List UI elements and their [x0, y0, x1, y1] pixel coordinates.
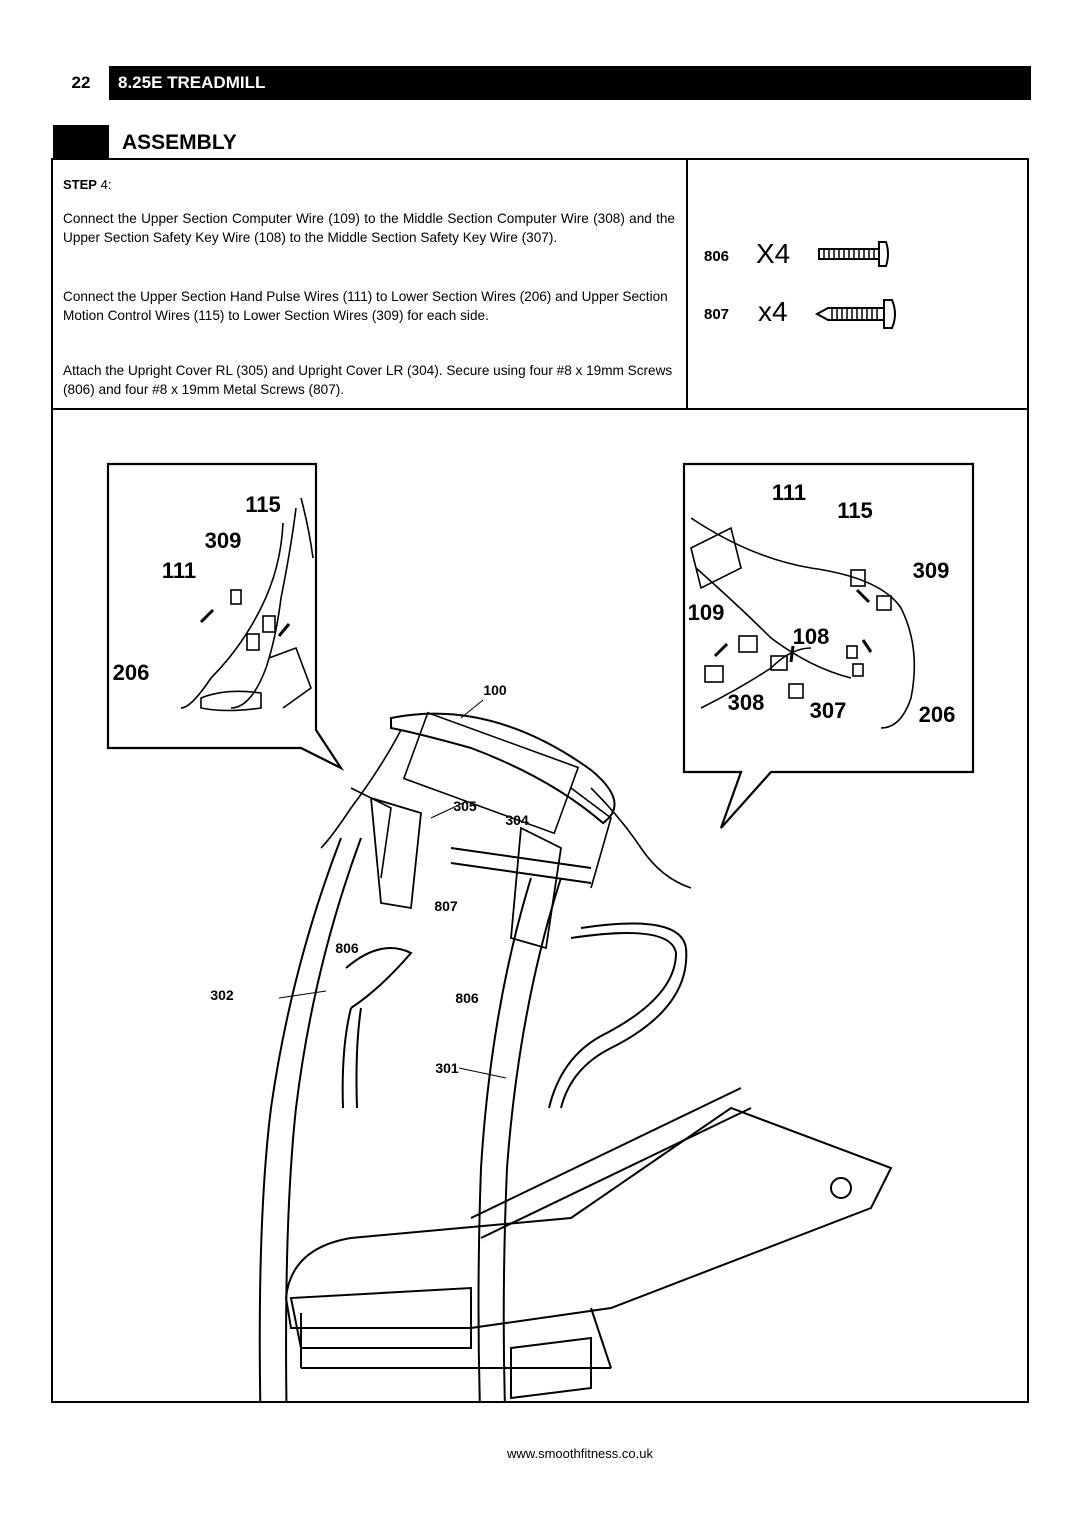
right-label-308: 308 — [728, 690, 765, 715]
label-302: 302 — [210, 987, 234, 1003]
right-label-115: 115 — [837, 498, 873, 523]
instruction-paragraph-2: Connect the Upper Section Hand Pulse Wir… — [63, 289, 668, 323]
left-label-309: 309 — [205, 528, 242, 553]
left-detail-inset — [106, 462, 345, 771]
label-301: 301 — [435, 1060, 459, 1076]
section-heading: ASSEMBLY — [122, 131, 237, 154]
left-label-115: 115 — [245, 492, 281, 517]
instruction-paragraph-1: Connect the Upper Section Computer Wire … — [63, 211, 675, 245]
console — [320, 711, 692, 889]
step-number: 4 — [100, 177, 108, 192]
section-marker — [53, 125, 109, 159]
hardware-806-code: 806 — [704, 248, 730, 265]
diagram-box — [51, 408, 1029, 1403]
instructions-box: STEP 4: Connect the Upper Section Comput… — [51, 158, 1029, 410]
right-detail-inset — [682, 462, 975, 829]
right-label-309: 309 — [913, 558, 950, 583]
right-label-108: 108 — [793, 624, 830, 649]
handrails — [341, 847, 688, 1109]
page-header: 22 8.25E TREADMILL — [53, 66, 1031, 100]
hardware-807-qty: x4 — [758, 296, 788, 327]
label-305: 305 — [453, 798, 477, 814]
label-100: 100 — [483, 682, 507, 698]
manual-title: 8.25E TREADMILL — [118, 73, 266, 92]
label-304: 304 — [505, 812, 529, 828]
instruction-paragraph-3: Attach the Upright Cover RL (305) and Up… — [63, 363, 673, 397]
label-806-left: 806 — [335, 940, 359, 956]
left-label-206: 206 — [113, 660, 150, 685]
right-label-206: 206 — [919, 702, 956, 727]
page-number: 22 — [53, 66, 109, 100]
right-label-109: 109 — [688, 600, 725, 625]
hardware-806-qty: X4 — [756, 238, 791, 269]
uprights — [258, 796, 562, 1403]
step-heading: STEP 4: — [63, 177, 112, 192]
title-bar: 8.25E TREADMILL — [109, 66, 1031, 100]
right-label-111: 111 — [772, 480, 806, 505]
treadmill-assembly-diagram: 115 309 111 206 111 115 309 109 108 308 … — [106, 462, 975, 1403]
screw-icon — [818, 241, 889, 267]
label-806-right: 806 — [455, 990, 479, 1006]
step-label: STEP — [63, 177, 97, 192]
left-label-111: 111 — [162, 558, 196, 583]
metal-screw-icon — [814, 299, 896, 329]
footer-url: www.smoothfitness.co.uk — [507, 1446, 653, 1461]
label-807: 807 — [434, 898, 458, 914]
section-heading-row: ASSEMBLY — [53, 125, 1031, 159]
treadmill-deck — [284, 1087, 893, 1400]
right-label-307: 307 — [810, 698, 847, 723]
hardware-807-code: 807 — [704, 306, 730, 323]
instructions-divider — [686, 160, 688, 408]
